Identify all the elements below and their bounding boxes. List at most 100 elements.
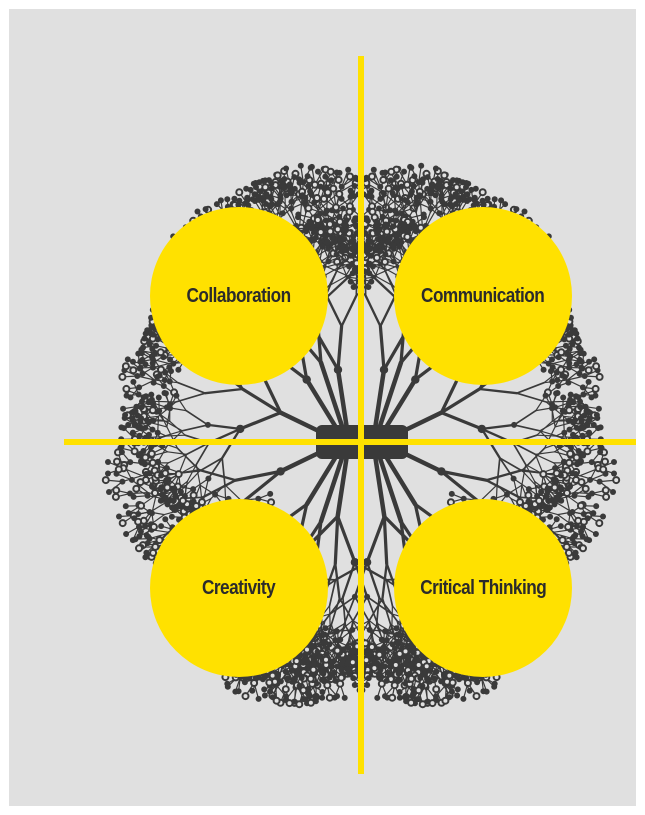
circuit-node: [295, 700, 304, 709]
circuit-node: [171, 485, 178, 492]
circuit-trace: [318, 620, 326, 644]
circuit-node: [158, 472, 165, 479]
diagram-canvas: Collaboration Communication Creativity C…: [9, 9, 636, 806]
circuit-node: [135, 544, 143, 553]
circuit-node: [235, 688, 242, 695]
circuit-node: [308, 163, 315, 170]
circuit-node: [127, 394, 134, 401]
circuit-trace: [480, 423, 516, 431]
circuit-node: [157, 486, 164, 493]
circuit-node: [137, 364, 144, 371]
circuit-node: [336, 679, 345, 688]
circuit-node: [224, 683, 231, 690]
circuit-trace: [157, 445, 168, 463]
circuit-trace: [341, 169, 349, 188]
circuit-node: [350, 675, 357, 682]
circuit-node: [141, 453, 150, 462]
circuit-node: [306, 698, 315, 707]
circuit-trace: [439, 410, 484, 431]
circuit-node: [283, 165, 290, 172]
circuit-node: [134, 373, 141, 379]
circuit-node: [273, 171, 282, 180]
circuit-node: [153, 342, 160, 349]
circuit-node: [256, 179, 263, 186]
circuit-node: [236, 424, 245, 434]
circuit-trace: [198, 468, 237, 482]
circuit-node: [291, 675, 298, 682]
circuit-trace: [195, 441, 210, 466]
circuit-node: [284, 675, 291, 682]
circuit-node: [148, 406, 157, 415]
circuit-node: [148, 510, 155, 517]
circuit-node: [334, 663, 341, 670]
circuit-node: [246, 675, 253, 682]
circuit-node: [130, 430, 137, 436]
circuit-node: [368, 278, 375, 285]
circuit-node: [329, 184, 338, 193]
circuit-trace: [221, 457, 226, 486]
circuit-node: [144, 492, 151, 499]
circuit-node: [262, 177, 269, 184]
circuit-trace: [325, 265, 348, 276]
circuit-node: [160, 383, 167, 389]
circuit-node: [346, 172, 354, 181]
circuit-trace: [366, 595, 393, 615]
circuit-trace: [334, 562, 341, 600]
circuit-node: [283, 192, 290, 199]
circuit-node: [146, 535, 153, 542]
circuit-node: [134, 412, 141, 419]
circuit-trace: [166, 407, 171, 428]
circuit-node: [392, 207, 398, 214]
circuit-trace: [238, 410, 283, 431]
circuit-trace: [152, 400, 177, 403]
circuit-trace: [243, 469, 283, 502]
circuit-node: [156, 372, 163, 379]
circuit-trace: [498, 457, 515, 480]
circuit-node: [150, 364, 156, 371]
circuit-node: [151, 542, 160, 551]
circuit-node: [325, 693, 334, 702]
circuit-node: [132, 484, 141, 493]
circuit-node: [313, 694, 320, 701]
circuit-node: [288, 198, 295, 205]
circuit-node: [149, 426, 156, 433]
circuit-trace: [240, 387, 283, 415]
circuit-trace: [480, 484, 498, 502]
circuit-node: [310, 180, 319, 189]
circuit-trace: [496, 457, 501, 486]
circuit-node: [321, 677, 328, 684]
circuit-node: [154, 429, 161, 436]
circuit-node: [319, 689, 326, 695]
circuit-node: [202, 206, 209, 213]
circuit-node: [265, 678, 274, 687]
circuit-brain-illustration: [101, 162, 621, 709]
circuit-node: [174, 470, 183, 479]
circuit-trace: [336, 324, 344, 372]
circuit-trace: [186, 463, 197, 483]
circuit-trace: [185, 470, 201, 487]
circuit-node: [105, 459, 111, 465]
circuit-node: [291, 185, 298, 192]
circuit-node: [235, 188, 244, 197]
circuit-node: [279, 181, 286, 188]
circuit-trace: [515, 381, 545, 395]
circuit-trace: [304, 452, 340, 507]
circuit-node: [297, 177, 303, 184]
circuit-node: [325, 258, 332, 265]
circuit-node: [305, 182, 312, 189]
circuit-node: [101, 476, 110, 485]
circuit-node: [119, 478, 126, 485]
circuit-trace: [161, 430, 183, 438]
circuit-node: [116, 513, 122, 520]
circuit-node: [286, 181, 293, 188]
circuit-trace: [129, 492, 149, 495]
circuit-node: [299, 686, 308, 695]
circuit-node: [120, 405, 127, 412]
circuit-node: [281, 176, 288, 182]
circuit-trace: [539, 419, 560, 432]
circuit-node: [279, 210, 286, 217]
circuit-node: [121, 415, 128, 421]
circuit-node: [148, 458, 157, 467]
circuit-node: [155, 394, 162, 401]
circuit-node: [253, 184, 259, 191]
